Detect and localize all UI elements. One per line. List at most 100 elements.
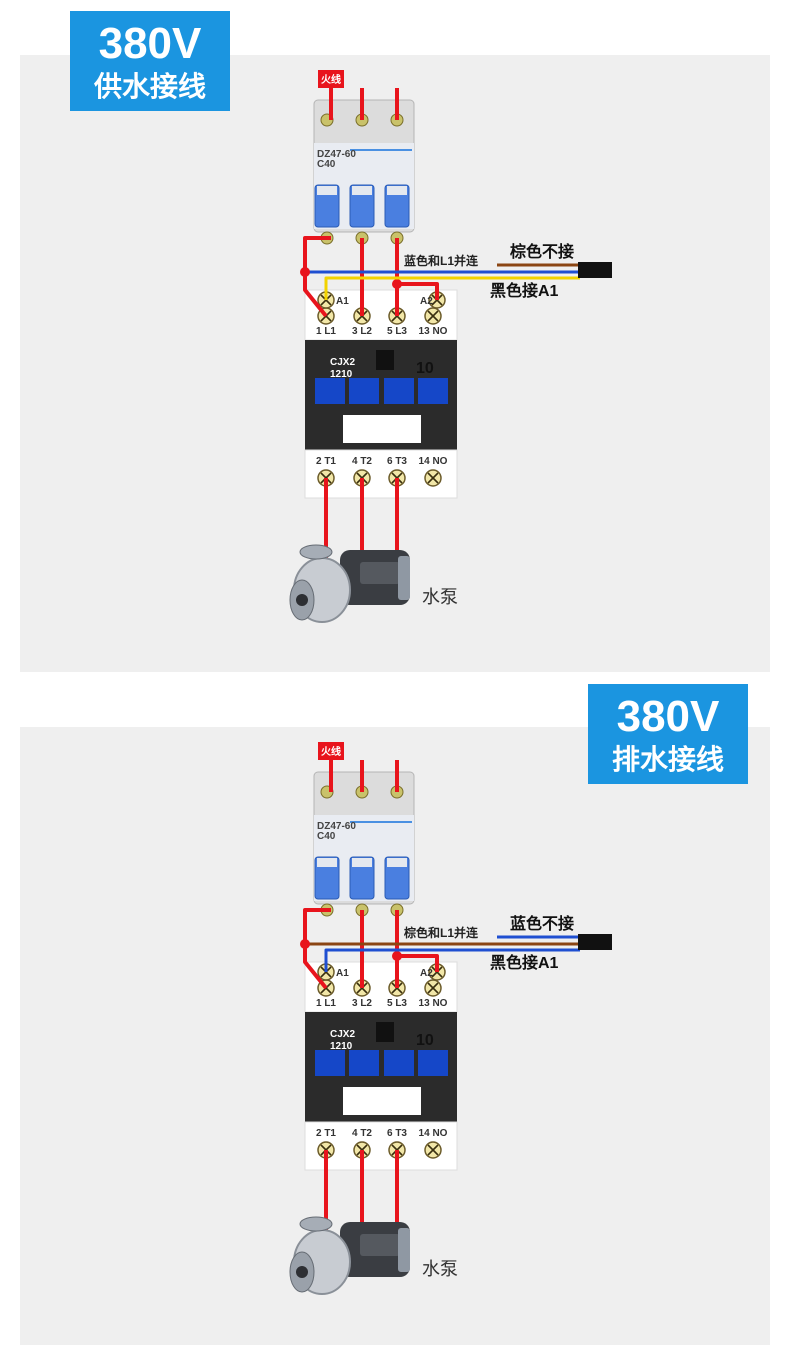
contactor-top-screw-4-slot xyxy=(427,982,439,994)
contactor-key-3 xyxy=(384,378,414,404)
terminal-top-label: 3 L2 xyxy=(352,998,372,1009)
breaker-toggle-cap-3 xyxy=(387,858,407,867)
pump-label: 水泵 xyxy=(422,1259,458,1279)
pump-outlet-flange xyxy=(299,544,333,560)
junction-dot-l1 xyxy=(300,267,310,277)
pump-outlet-flange xyxy=(299,1216,333,1232)
contactor-rating: 10 xyxy=(416,360,434,377)
title-voltage: 380V xyxy=(98,19,202,68)
contactor-indicator-window xyxy=(376,1022,394,1042)
note-parallel: 棕色和L1并连 xyxy=(403,925,479,940)
note-parallel: 蓝色和L1并连 xyxy=(404,253,479,268)
contactor-key-4 xyxy=(418,1050,448,1076)
breaker-toggle-cap-2 xyxy=(352,858,372,867)
contactor-code: 1210 xyxy=(330,1041,353,1052)
title-badge-drain: 380V 排水接线 xyxy=(588,684,748,784)
water-pump xyxy=(289,544,410,623)
breaker-rating: C40 xyxy=(317,159,336,170)
breaker-toggle-1 xyxy=(314,856,340,900)
terminal-bottom-label: 6 T3 xyxy=(387,456,407,467)
junction-dot-l3 xyxy=(392,951,402,961)
terminal-bottom-label: 2 T1 xyxy=(316,456,336,467)
live-tag xyxy=(318,742,344,760)
terminal-bottom-label: 14 NO xyxy=(419,1128,448,1139)
contactor-key-2 xyxy=(349,1050,379,1076)
wire-to-a1 xyxy=(324,948,580,972)
pump-terminal-box xyxy=(360,562,400,584)
breaker-toggle-3 xyxy=(384,856,410,900)
breaker-model: DZ47-60 xyxy=(317,821,356,832)
coil-a2-label: A2 xyxy=(420,296,433,307)
note-unused: 棕色不接 xyxy=(510,242,574,261)
pump-label: 水泵 xyxy=(422,587,458,607)
terminal-bottom-label: 4 T2 xyxy=(352,456,372,467)
breaker-toggle-cap-1 xyxy=(317,858,337,867)
coil-a1-label: A1 xyxy=(336,296,349,307)
pump-terminal-box xyxy=(360,1234,400,1256)
control-cable xyxy=(578,262,612,278)
contactor-top-screw-4-slot xyxy=(427,310,439,322)
breaker-toggle-3 xyxy=(384,184,410,228)
pump-inlet xyxy=(296,1266,308,1278)
terminal-bottom-label: 6 T3 xyxy=(387,1128,407,1139)
contactor-bottom-screw-4-slot xyxy=(427,1144,439,1156)
title-voltage: 380V xyxy=(616,692,720,741)
wire-l3-to-a2 xyxy=(397,954,439,972)
terminal-bottom-label: 4 T2 xyxy=(352,1128,372,1139)
contactor-rating: 10 xyxy=(416,1032,434,1049)
contactor-indicator-window xyxy=(376,350,394,370)
breaker-toggle-cap-3 xyxy=(387,186,407,195)
terminal-top-label: 13 NO xyxy=(419,326,448,337)
note-a1: 黑色接A1 xyxy=(490,953,559,972)
breaker-toggle-1 xyxy=(314,184,340,228)
coil-a2-label: A2 xyxy=(420,968,433,979)
contactor-key-4 xyxy=(418,378,448,404)
wire-breaker-l1 xyxy=(303,236,331,318)
terminal-top-label: 5 L3 xyxy=(387,998,407,1009)
contactor-bottom-screw-4-slot xyxy=(427,472,439,484)
terminal-top-label: 3 L2 xyxy=(352,326,372,337)
contactor-key-2 xyxy=(349,378,379,404)
breaker-rating: C40 xyxy=(317,831,336,842)
terminal-top-label: 1 L1 xyxy=(316,998,336,1009)
title-badge-supply: 380V 供水接线 xyxy=(70,11,230,111)
wire-breaker-l1 xyxy=(303,908,331,990)
contactor-label-plate xyxy=(343,415,421,443)
breaker-toggle-cap-2 xyxy=(352,186,372,195)
control-cable xyxy=(578,934,612,950)
contactor-key-1 xyxy=(315,378,345,404)
wire-l3-to-a2 xyxy=(397,282,439,300)
title-label: 供水接线 xyxy=(93,71,206,102)
title-label: 排水接线 xyxy=(611,744,724,775)
contactor-code: 1210 xyxy=(330,369,353,380)
coil-a1-label: A1 xyxy=(336,968,349,979)
water-pump xyxy=(289,1216,410,1295)
terminal-bottom-label: 14 NO xyxy=(419,456,448,467)
contactor-model: CJX2 xyxy=(330,357,355,368)
pump-end-cap xyxy=(398,556,410,600)
breaker-toggle-2 xyxy=(349,184,375,228)
terminal-top-label: 5 L3 xyxy=(387,326,407,337)
live-tag-label: 火线 xyxy=(321,73,341,86)
pump-inlet xyxy=(296,594,308,606)
contactor-key-3 xyxy=(384,1050,414,1076)
breaker-toggle-2 xyxy=(349,856,375,900)
wire-to-a1 xyxy=(324,276,580,300)
live-tag xyxy=(318,70,344,88)
note-unused: 蓝色不接 xyxy=(510,914,574,933)
note-a1: 黑色接A1 xyxy=(490,281,559,300)
breaker-toggle-cap-1 xyxy=(317,186,337,195)
contactor-model: CJX2 xyxy=(330,1029,355,1040)
pump-end-cap xyxy=(398,1228,410,1272)
terminal-top-label: 13 NO xyxy=(419,998,448,1009)
terminal-top-label: 1 L1 xyxy=(316,326,336,337)
junction-dot-l1 xyxy=(300,939,310,949)
live-tag-label: 火线 xyxy=(321,745,341,758)
junction-dot-l3 xyxy=(392,279,402,289)
terminal-bottom-label: 2 T1 xyxy=(316,1128,336,1139)
contactor-label-plate xyxy=(343,1087,421,1115)
contactor-key-1 xyxy=(315,1050,345,1076)
